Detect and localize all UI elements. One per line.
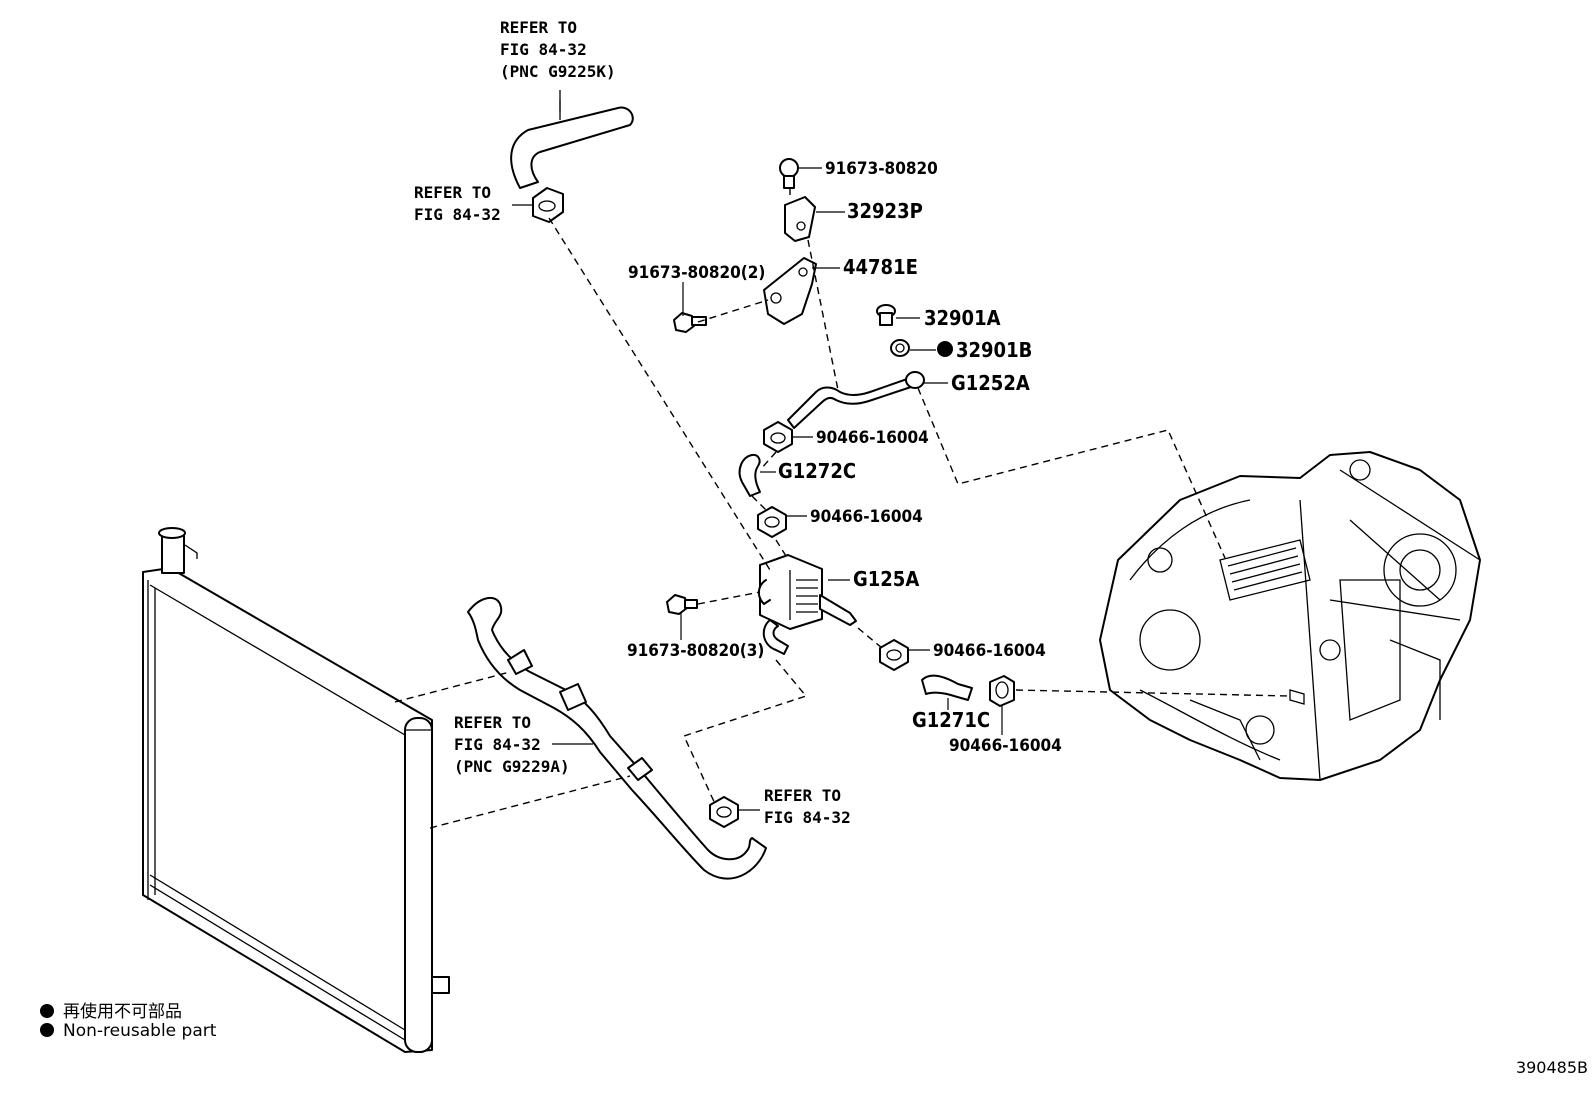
clamp-2 (757, 506, 787, 538)
label-G1272C: G1272C (778, 459, 856, 483)
ref-line: FIG 84-32 (414, 205, 501, 224)
label-G125A: G125A (853, 567, 919, 591)
clamp-4 (989, 675, 1015, 707)
ref-line: (PNC G9225K) (500, 62, 616, 81)
bracket-44781E (763, 257, 817, 325)
connection-lines (394, 188, 1291, 829)
upper-hose (510, 90, 634, 189)
label-bolt-x2: 91673-80820(2) (628, 263, 765, 283)
label-bolt-top: 91673-80820 (825, 159, 938, 179)
ref-line: (PNC G9229A) (454, 757, 570, 776)
bolt-x3 (666, 594, 698, 615)
ref-line: FIG 84-32 (454, 735, 541, 754)
label-clamp-4: 90466-16004 (949, 736, 1062, 756)
lower-hose (467, 596, 767, 880)
label-32901A: 32901A (924, 306, 1001, 330)
label-bolt-x3: 91673-80820(3) (627, 641, 764, 661)
hose-clamp-bottom (709, 796, 739, 828)
legend-jp-text: 再使用不可部品 (63, 1002, 182, 1022)
ref-line: REFER TO (454, 713, 531, 732)
bullet-icon (40, 1004, 54, 1018)
bracket-32923P (784, 196, 816, 242)
gasket-32901B (890, 339, 910, 357)
ref-clamp-bottom: REFER TO FIG 84-32 (764, 786, 851, 827)
label-G1252A: G1252A (951, 371, 1030, 395)
non-reusable-mark (937, 341, 953, 357)
pipe-G1252A (787, 371, 925, 429)
label-clamp-3: 90466-16004 (933, 641, 1046, 661)
bolt-top (779, 158, 799, 189)
label-G1271C: G1271C (912, 708, 990, 732)
ref-line: REFER TO (764, 786, 841, 805)
legend-jp: 再使用不可部品 (40, 997, 182, 1022)
bullet-icon (40, 1023, 54, 1037)
leader-lines (512, 100, 1003, 811)
label-clamp-1: 90466-16004 (816, 428, 929, 448)
ref-top-hose: REFER TO FIG 84-32 (PNC G9225K) (500, 18, 616, 81)
plug-32901A (876, 304, 896, 326)
hose-G1271C (921, 674, 973, 701)
figure-id: 390485B (1515, 1058, 1588, 1077)
hose-G1272C (738, 453, 761, 497)
ref-line: FIG 84-32 (764, 808, 851, 827)
ref-line: REFER TO (414, 183, 491, 202)
ref-clamp-top: REFER TO FIG 84-32 (414, 183, 501, 224)
hose-clamp-top (532, 187, 564, 223)
clamp-3 (879, 639, 909, 671)
label-32901B: 32901B (956, 338, 1032, 362)
transaxle (1099, 451, 1481, 781)
ref-line: REFER TO (500, 18, 577, 37)
label-44781E: 44781E (843, 255, 918, 279)
legend-en: Non-reusable part (40, 1021, 216, 1041)
radiator (142, 527, 450, 1053)
bolt-x2 (673, 312, 707, 333)
label-clamp-2: 90466-16004 (810, 507, 923, 527)
label-32923P: 32923P (847, 199, 923, 223)
cooler-G125A (758, 554, 857, 655)
clamp-1 (763, 421, 793, 453)
legend-en-text: Non-reusable part (63, 1021, 217, 1041)
ref-line: FIG 84-32 (500, 40, 587, 59)
ref-lower-hose: REFER TO FIG 84-32 (PNC G9229A) (454, 713, 570, 776)
